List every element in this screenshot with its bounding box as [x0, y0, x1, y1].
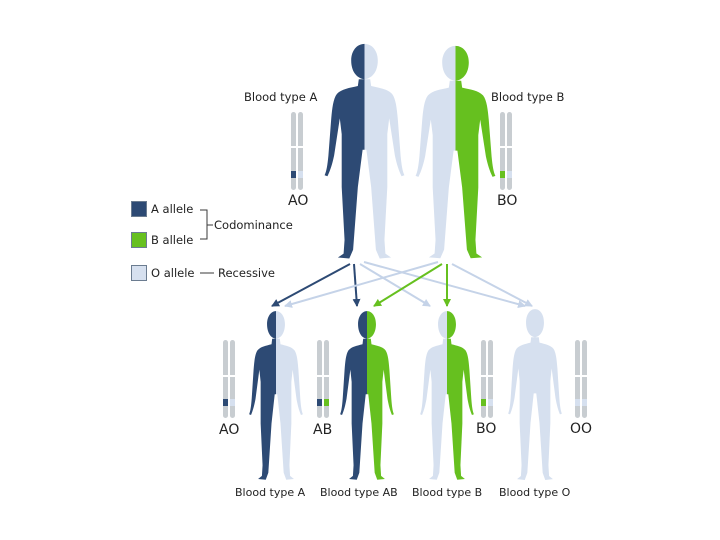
child-type-ab-figure: [340, 311, 394, 480]
arrow-o-to-child-a: [284, 261, 439, 308]
arrow-b-to-child-ab: [373, 263, 443, 307]
child-type-o-figure: [508, 309, 562, 480]
chromosome-pair-parent-a: [291, 112, 303, 190]
child-b-blood-type-label: Blood type B: [412, 486, 483, 499]
o-allele-swatch: [131, 265, 147, 281]
child-a-genotype: AO: [219, 422, 240, 438]
child-b-genotype: BO: [476, 421, 497, 437]
arrow-a-to-child-a: [271, 263, 351, 307]
child-type-a-figure: [249, 311, 303, 480]
child-type-b-figure: [420, 311, 474, 480]
parent-type-b-figure: [415, 45, 496, 259]
chromosome-pair-child-a: [223, 340, 235, 418]
legend-bracket: [200, 209, 214, 274]
a-allele-label: A allele: [151, 202, 194, 216]
b-allele-label: B allele: [151, 233, 194, 247]
child-ab-genotype: AB: [313, 422, 333, 438]
child-ab-blood-type-label: Blood type AB: [320, 486, 398, 499]
a-allele-swatch: [131, 201, 147, 217]
codominance-bracket: [200, 209, 208, 240]
inheritance-arrows: [271, 261, 533, 309]
parent-type-a-figure: [324, 43, 405, 259]
codominance-label: Codominance: [214, 218, 293, 232]
arrow-o-to-child-o: [363, 261, 526, 309]
parent-b-blood-type-label: Blood type B: [491, 90, 565, 104]
arrow-o-to-child-o-2: [451, 263, 533, 307]
recessive-label: Recessive: [218, 266, 276, 280]
chromosome-pair-child-b: [481, 340, 493, 418]
parent-a-genotype: AO: [288, 193, 309, 209]
child-a-blood-type-label: Blood type A: [235, 486, 306, 499]
parent-a-blood-type-label: Blood type A: [244, 90, 318, 104]
chromosome-pair-parent-b: [500, 112, 512, 190]
b-allele-swatch: [131, 232, 147, 248]
child-o-genotype: OO: [570, 421, 593, 437]
o-allele-label: O allele: [151, 266, 195, 280]
chromosome-pair-child-ab: [317, 340, 329, 418]
arrow-o-to-child-b: [359, 263, 431, 307]
parent-b-genotype: BO: [497, 193, 518, 209]
chromosome-pair-child-o: [575, 340, 587, 418]
child-o-blood-type-label: Blood type O: [499, 486, 571, 499]
